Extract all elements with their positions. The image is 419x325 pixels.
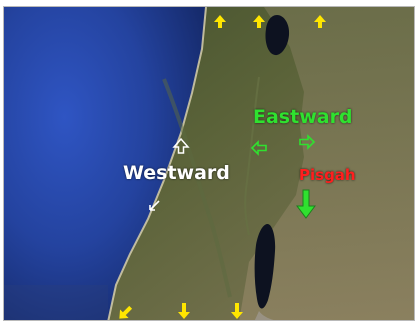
- dead-sea: [254, 223, 276, 309]
- up-arrow-icon: [253, 15, 265, 28]
- left-arrow-icon: [250, 140, 267, 156]
- up-arrow-icon: [214, 15, 226, 28]
- sea-of-galilee: [265, 15, 290, 56]
- mediterranean-sea: [4, 7, 206, 320]
- pisgah-label: Pisgah: [299, 166, 356, 184]
- map-graphic: [4, 7, 414, 320]
- right-arrow-icon: [299, 134, 316, 150]
- westward-label: Westward: [123, 162, 230, 184]
- down-arrow-icon: [231, 303, 243, 319]
- up-arrow-icon: [314, 15, 326, 28]
- white-up-arrow-icon: [172, 137, 190, 154]
- down-arrow-icon: [178, 303, 190, 319]
- south-arrows: [119, 303, 243, 319]
- southwest-arrow-icon: [119, 305, 133, 319]
- north-arrows: [214, 15, 326, 28]
- eastward-label: Eastward: [253, 106, 353, 128]
- satellite-map: Westward Eastward Pisgah: [3, 6, 415, 321]
- pisgah-arrow-icon: [296, 189, 316, 219]
- white-southwest-arrow-icon: [149, 200, 160, 211]
